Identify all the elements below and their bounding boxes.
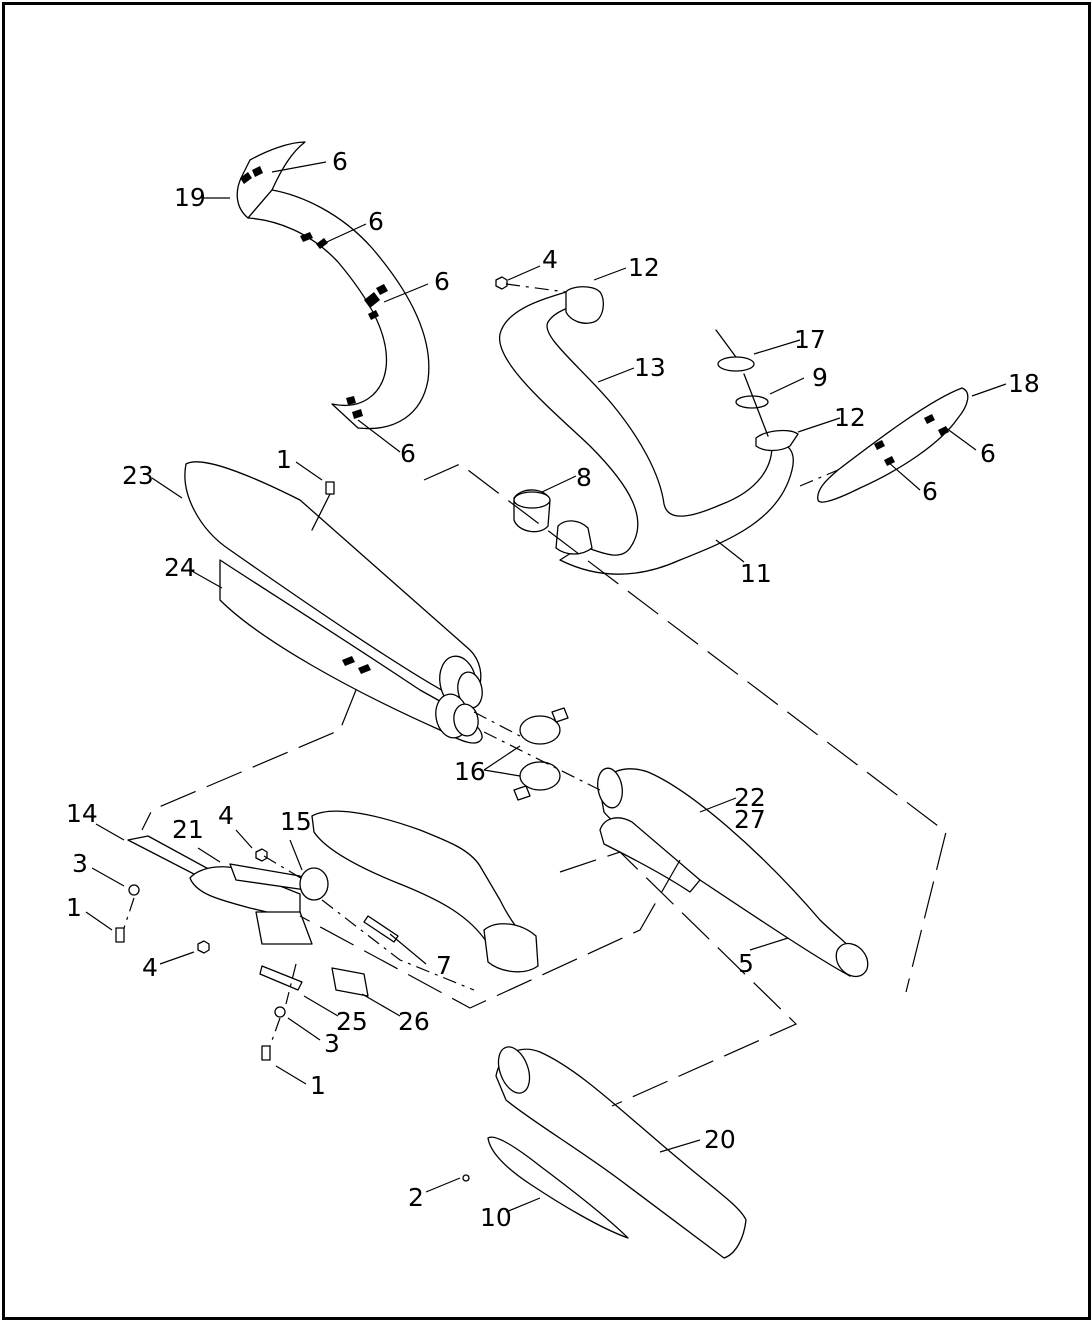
center-line-h: [505, 283, 567, 293]
center-line-a: [483, 731, 601, 791]
callout-20: 20: [704, 1125, 736, 1154]
center-line-f: [285, 963, 297, 1005]
screw-2: [462, 1174, 470, 1182]
muffler-24: [219, 559, 483, 744]
callout-8: 8: [576, 463, 592, 492]
header-pipes: [499, 286, 799, 575]
callout-6: 6: [980, 439, 996, 468]
heat-shield-18: [817, 387, 969, 503]
gasket-17: [717, 356, 755, 372]
clamp-8: [513, 489, 551, 533]
callout-6: 6: [332, 147, 348, 176]
center-line-g: [263, 855, 305, 881]
nut-4-top: [495, 276, 508, 290]
callout-3: 3: [324, 1029, 340, 1058]
catalyst-22: [597, 767, 869, 978]
assembly-line-c: [559, 851, 798, 1107]
callout-4: 4: [218, 801, 234, 830]
callout-17: 17: [794, 325, 826, 354]
callout-23: 23: [122, 461, 154, 490]
callout-12: 12: [628, 253, 660, 282]
callout-24: 24: [164, 553, 196, 582]
center-line-c: [321, 899, 475, 991]
callout-18: 18: [1008, 369, 1040, 398]
center-line-b: [473, 711, 521, 737]
callout-6: 6: [434, 267, 450, 296]
callout-26: 26: [398, 1007, 430, 1036]
leader-lines: [85, 161, 1007, 1213]
callout-6: 6: [400, 439, 416, 468]
clamps-16: [513, 707, 569, 801]
assembly-line-d: [299, 859, 681, 1009]
bracket-assembly: [115, 835, 399, 1061]
callout-14: 14: [66, 799, 98, 828]
callout-6: 6: [368, 207, 384, 236]
axis-9: [743, 373, 769, 437]
heat-shield-19: [236, 141, 430, 430]
callout-5: 5: [738, 949, 754, 978]
callout-3: 3: [72, 849, 88, 878]
callout-10: 10: [480, 1203, 512, 1232]
gasket-9: [735, 395, 769, 409]
mount-bracket: [311, 810, 539, 973]
callout-13: 13: [634, 353, 666, 382]
callout-7: 7: [436, 951, 452, 980]
callout-6: 6: [922, 477, 938, 506]
callout-labels: 6 19 6 6 6 4 12 13 17 9 12 18 6 6 11 8 1…: [66, 147, 1040, 1232]
assembly-line-b: [141, 689, 357, 831]
center-line-i: [799, 469, 839, 487]
callout-19: 19: [174, 183, 206, 212]
callout-1: 1: [276, 445, 292, 474]
screw-1-top: [325, 481, 335, 495]
callout-25: 25: [336, 1007, 368, 1036]
callout-1: 1: [310, 1071, 326, 1100]
callout-12: 12: [834, 403, 866, 432]
heat-shield-10: [487, 1136, 629, 1239]
callout-9: 9: [812, 363, 828, 392]
muffler-20: [495, 1046, 747, 1259]
callout-4: 4: [142, 953, 158, 982]
center-line-e: [269, 1017, 281, 1047]
callout-2: 2: [408, 1183, 424, 1212]
callout-1: 1: [66, 893, 82, 922]
callout-15: 15: [280, 807, 312, 836]
callout-11: 11: [740, 559, 772, 588]
callout-27: 27: [734, 805, 766, 834]
callout-4: 4: [542, 245, 558, 274]
callout-16: 16: [454, 757, 486, 786]
assembly-line-a: [423, 463, 947, 993]
center-line-d: [123, 897, 135, 929]
callout-21: 21: [172, 815, 204, 844]
callout-22: 22: [734, 783, 766, 812]
